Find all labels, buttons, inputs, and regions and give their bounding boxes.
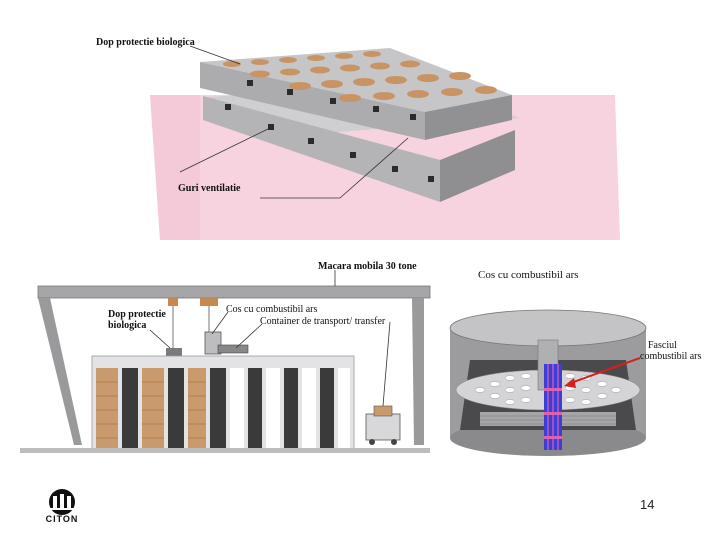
floor-line: [20, 448, 430, 453]
leader-container: [235, 323, 263, 349]
crane-beam: [37, 285, 431, 299]
fuel-bundle-arrow: [567, 357, 641, 385]
leader-basket: [211, 311, 229, 335]
floor-shadow: [150, 95, 200, 240]
crane-trolley-1: [168, 298, 178, 306]
upper-block-side: [425, 95, 512, 140]
upper-block-front: [200, 62, 425, 140]
storage-module-illustration: [150, 45, 620, 240]
label-basket-left: Cos cu combustibil ars: [226, 304, 318, 315]
storage-columns: [96, 368, 350, 450]
leader-vents-1: [179, 127, 271, 173]
arrow-head: [564, 378, 576, 388]
biological-plug: [166, 348, 182, 358]
fuel-bundle: [544, 364, 562, 450]
leader-plug: [189, 45, 241, 65]
leader-plug-left: [149, 329, 171, 349]
leader-vents-3: [339, 137, 409, 199]
label-bundle-2: combustibil ars: [640, 351, 702, 362]
base-front-face: [203, 96, 440, 202]
label-crane: Macara mobila 30 tone: [318, 261, 417, 272]
label-basket-right: Cos cu combustibil ars: [478, 269, 579, 281]
label-plug-left: Dop protectie: [108, 309, 166, 320]
label-bundle-1: Fasciul: [648, 340, 677, 351]
label-container: Container de transport/ transfer: [260, 316, 386, 327]
logo-text: CITON: [46, 514, 79, 524]
base-side-face: [440, 130, 515, 202]
storage-brick-lines: [96, 381, 206, 439]
leader-cart: [382, 321, 391, 407]
basket-cutaway-illustration: [449, 309, 647, 456]
label-plug-left-2: biologica: [108, 320, 147, 331]
citon-logo: CITON: [46, 489, 79, 524]
crane-trolley-2: [200, 298, 218, 306]
page-number: 14: [640, 497, 655, 512]
crane-leg-left: [38, 298, 82, 445]
storage-hall-illustration: [20, 270, 431, 453]
crane-leg-right: [412, 298, 424, 445]
transfer-cart: [365, 413, 401, 441]
vent-openings: [225, 80, 434, 182]
label-plug-top: Dop protectie biologica: [96, 37, 195, 48]
label-vents: Guri ventilatie: [178, 183, 241, 194]
